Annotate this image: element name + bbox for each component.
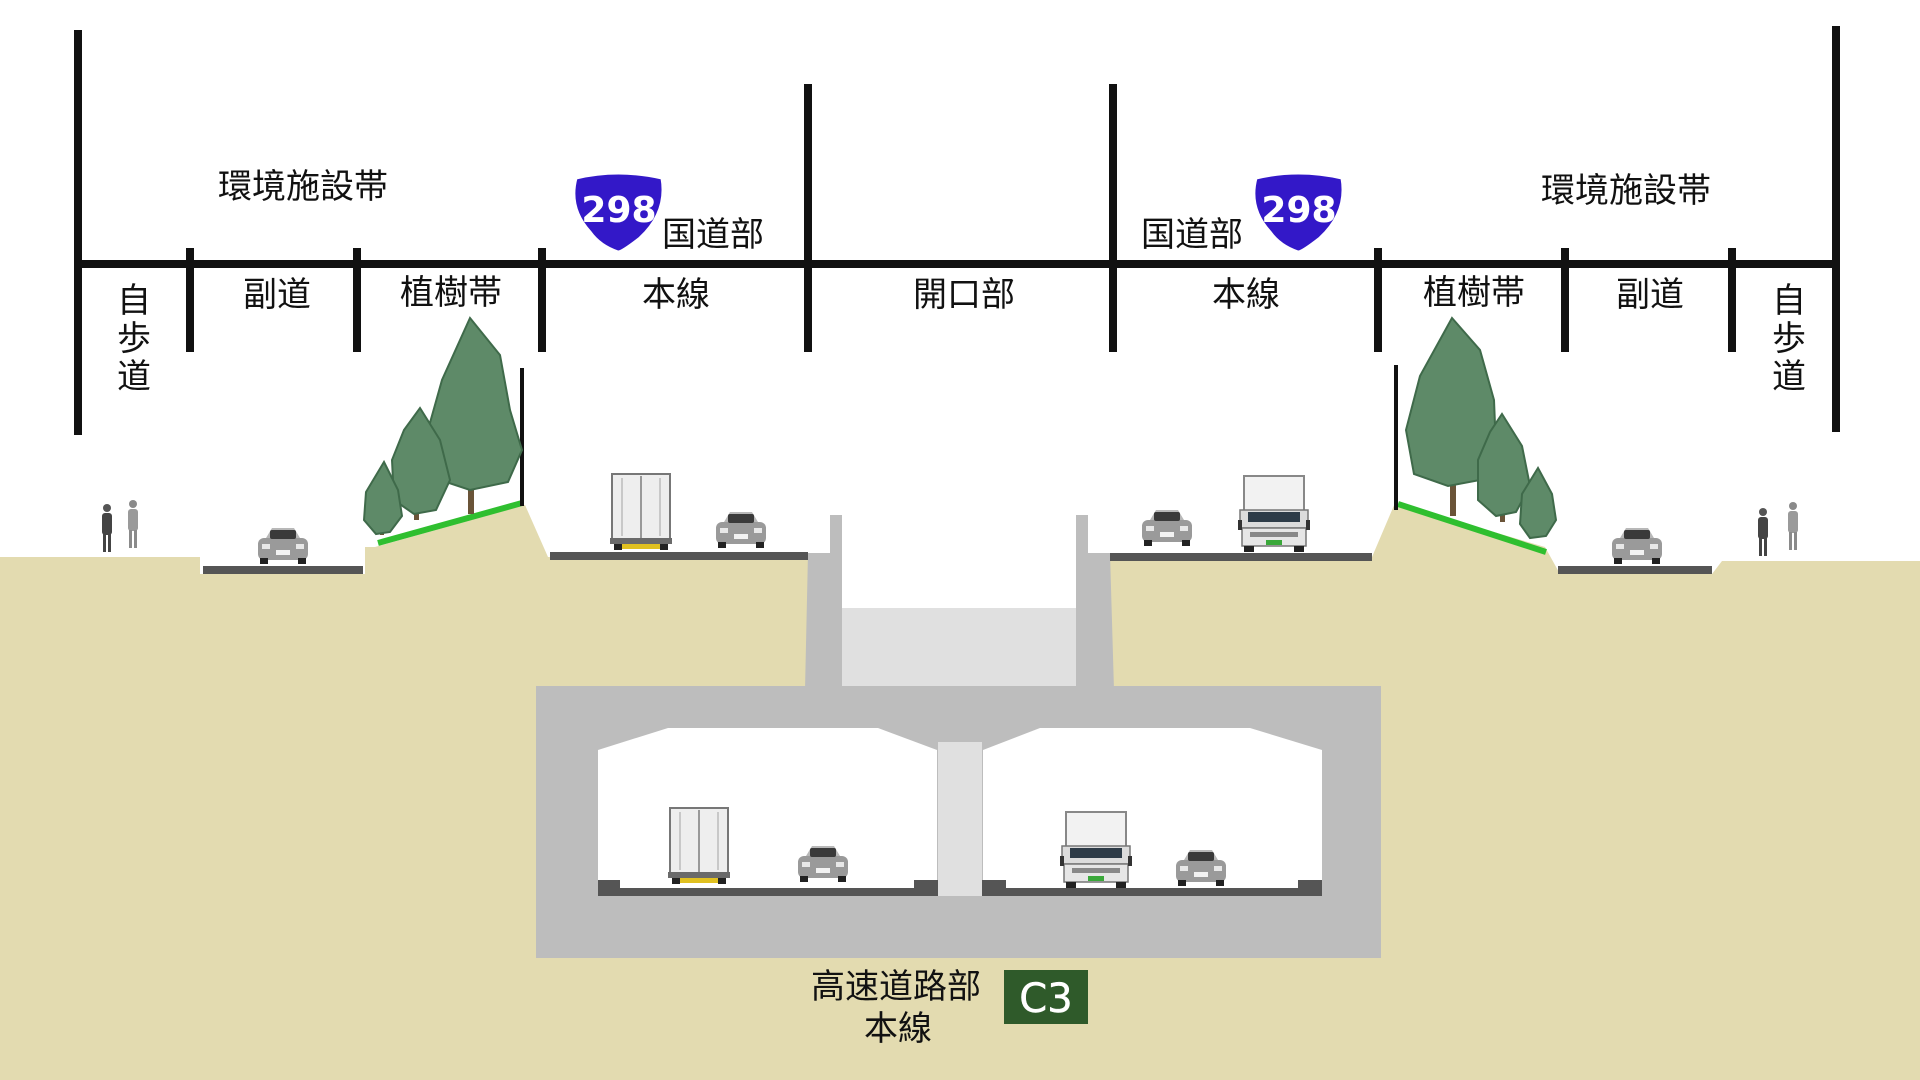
curb (1298, 880, 1322, 888)
section-label-service-road-right: 副道 (1616, 275, 1684, 315)
pedestrian (128, 500, 138, 548)
zone-label-national-right: 国道部 (1141, 215, 1243, 255)
expressway-label-line1: 高速道路部 (811, 967, 981, 1007)
section-label-mainline-right: 本線 (1212, 275, 1280, 315)
section-label-planting-left: 植樹帯 (400, 273, 502, 313)
retaining-wall-left (805, 515, 842, 690)
pedestrian (1758, 508, 1768, 556)
curb (598, 880, 620, 888)
route-number: 298 (581, 190, 656, 231)
section-label-sidewalk-right-2: 歩 (1772, 319, 1806, 359)
pedestrian (1788, 502, 1798, 550)
tree (390, 406, 452, 520)
expressway-label-line2: 本線 (864, 1009, 932, 1049)
opening-area (842, 608, 1076, 690)
road-tunnel-left (598, 888, 938, 896)
car (258, 528, 308, 564)
section-label-sidewalk-right-1: 自 (1772, 281, 1806, 321)
route-298-shield-left: 298 (572, 171, 665, 254)
zone-label-national-left: 国道部 (662, 215, 764, 255)
car (1612, 528, 1662, 564)
planting-edge-left (377, 500, 523, 546)
road-mainline-right (1110, 553, 1372, 561)
pedestrian (102, 504, 112, 552)
truck-front (1237, 475, 1311, 553)
tunnel-bore-right (983, 728, 1322, 896)
truck-front (1059, 811, 1133, 889)
section-label-sidewalk-right-3: 道 (1772, 357, 1806, 397)
road-tunnel-right (982, 888, 1322, 896)
zone-label-env-left: 環境施設帯 (218, 167, 388, 207)
route-298-shield-right: 298 (1252, 171, 1345, 254)
dimension-lines (74, 26, 1840, 435)
section-label-planting-right: 植樹帯 (1423, 273, 1525, 313)
expressway-c3-sign: C3 (1004, 970, 1088, 1024)
section-label-sidewalk-left-2: 歩 (117, 319, 151, 359)
section-label-sidewalk-left-3: 道 (117, 357, 151, 397)
section-label-opening: 開口部 (913, 275, 1015, 315)
road-service-right (1558, 566, 1712, 574)
curb (914, 880, 938, 888)
section-label-mainline-left: 本線 (642, 275, 710, 315)
retaining-wall-right (1076, 515, 1114, 690)
road-service-left (203, 566, 363, 574)
truck-rear (609, 473, 673, 551)
zone-label-env-right: 環境施設帯 (1541, 171, 1711, 211)
curb (982, 880, 1006, 888)
section-label-sidewalk-left-1: 自 (117, 281, 151, 321)
tree (1477, 412, 1532, 522)
tree (1518, 465, 1558, 540)
tree (426, 316, 524, 514)
planting-edge-right (1397, 501, 1547, 555)
route-number: 298 (1261, 190, 1336, 231)
tree (362, 459, 404, 536)
road-mainline-left (550, 552, 808, 560)
tunnel-median (938, 742, 982, 896)
car (716, 512, 766, 548)
tree (1404, 316, 1498, 516)
section-label-service-road-left: 副道 (243, 275, 311, 315)
truck-rear (667, 807, 731, 885)
car (1142, 510, 1192, 546)
expressway-route-code: C3 (1019, 976, 1072, 1022)
tunnel-bore-left (598, 728, 937, 896)
